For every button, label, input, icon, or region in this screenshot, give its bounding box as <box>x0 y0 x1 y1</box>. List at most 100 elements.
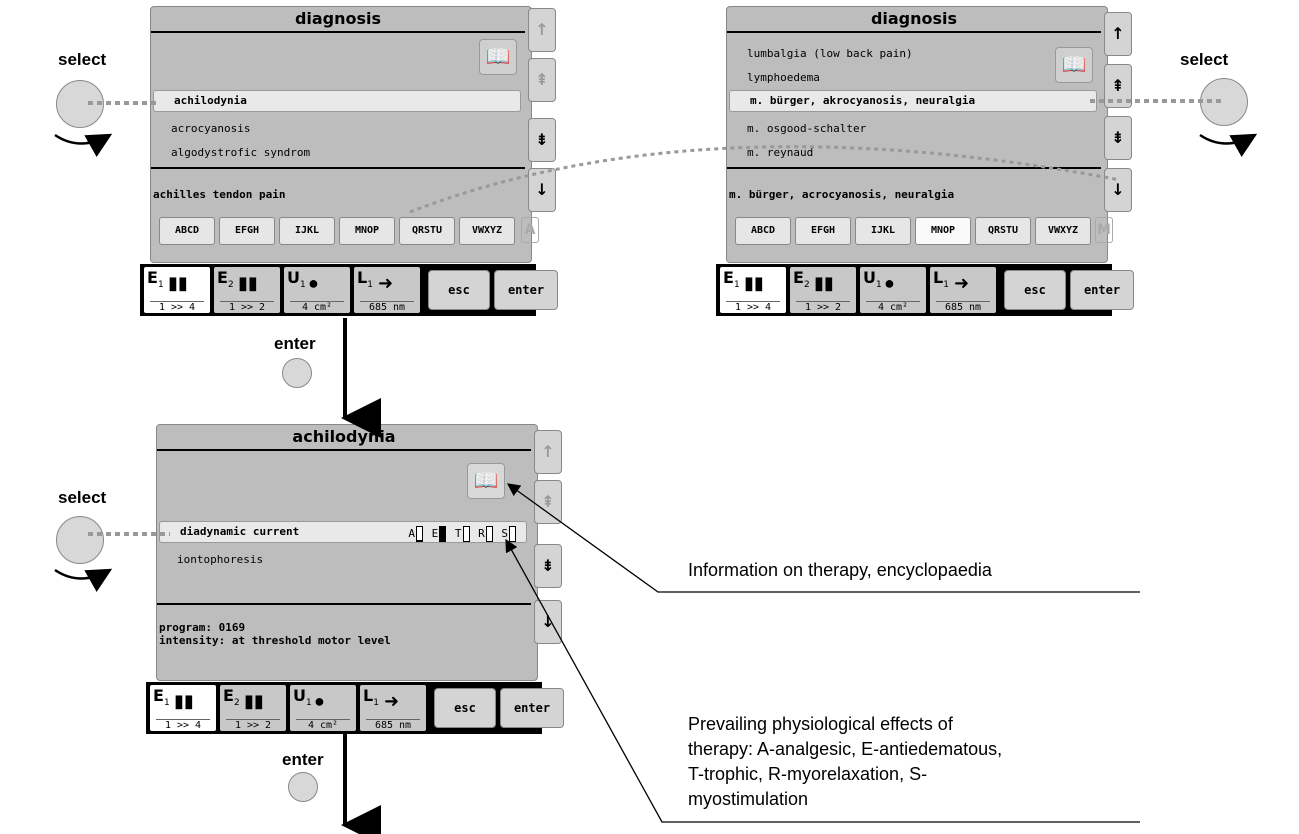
screen-title: achilodynia <box>292 427 396 446</box>
key-abcd[interactable]: ABCD <box>159 217 215 245</box>
diagnosis-description: achilles tendon pain <box>153 188 286 201</box>
scroll-down-button[interactable]: ↓ <box>1104 168 1132 212</box>
tile-e1[interactable]: E1 ▮▮ 1 >> 4 <box>150 685 216 731</box>
esc-button[interactable]: esc <box>428 270 490 310</box>
tile-value: 4 cm² <box>290 301 344 313</box>
list-item[interactable]: acrocyanosis <box>171 122 251 135</box>
page-up-button[interactable]: ⇞ <box>1104 64 1132 108</box>
enter-button[interactable]: enter <box>1070 270 1134 310</box>
page-up-button[interactable]: ⇞ <box>528 58 556 102</box>
note-effects-line: Prevailing physiological effects of <box>688 714 953 734</box>
tile-value: 1 >> 2 <box>220 301 274 313</box>
encyclopaedia-book-icon[interactable]: 📖 <box>467 463 505 499</box>
page-down-button[interactable]: ⇟ <box>1104 116 1132 160</box>
esc-button[interactable]: esc <box>1004 270 1066 310</box>
rotary-knob-icon[interactable] <box>56 516 104 564</box>
key-vwxyz[interactable]: VWXYZ <box>459 217 515 245</box>
effect-r: R <box>478 526 493 542</box>
key-efgh[interactable]: EFGH <box>795 217 851 245</box>
scroll-down-button[interactable]: ↓ <box>528 168 556 212</box>
laser-probe-icon: ➜ <box>384 691 400 711</box>
list-item[interactable]: lumbalgia (low back pain) <box>747 47 913 60</box>
screen-title: diagnosis <box>294 9 382 28</box>
tile-label: E2 <box>217 268 234 291</box>
selected-row[interactable]: m. bürger, akrocyanosis, neuralgia <box>729 90 1097 112</box>
note-encyclopaedia: Information on therapy, encyclopaedia <box>688 560 992 580</box>
intensity-text: intensity: at threshold motor level <box>159 634 391 647</box>
laser-probe-icon: ➜ <box>378 273 394 293</box>
tile-l1[interactable]: L1 ➜ 685 nm <box>360 685 426 731</box>
selected-row[interactable]: achilodynia <box>153 90 521 112</box>
tile-e2[interactable]: E2 ▮▮ 1 >> 2 <box>220 685 286 731</box>
key-vwxyz[interactable]: VWXYZ <box>1035 217 1091 245</box>
tile-value: 685 nm <box>936 301 990 313</box>
encyclopaedia-book-icon[interactable]: 📖 <box>1055 47 1093 83</box>
current-letter: A <box>521 217 539 243</box>
tile-u1[interactable]: U1 ● 4 cm² <box>860 267 926 313</box>
key-qrstu[interactable]: QRSTU <box>399 217 455 245</box>
enter-button[interactable]: enter <box>494 270 558 310</box>
enter-press-button-icon[interactable] <box>282 358 312 388</box>
list-item[interactable]: algodystrofic syndrom <box>171 146 311 159</box>
tile-label: L1 <box>363 686 379 709</box>
tile-label: E2 <box>793 268 810 291</box>
diagnosis-panel: diagnosis 📖 lumbalgia (low back pain) ly… <box>726 6 1113 263</box>
divider <box>727 167 1101 169</box>
tile-label: L1 <box>357 268 373 291</box>
esc-button[interactable]: esc <box>434 688 496 728</box>
tile-value: 685 nm <box>360 301 414 313</box>
ultrasound-head-icon: ● <box>884 273 895 293</box>
program-number: program: 0169 <box>159 621 246 634</box>
effect-gauge <box>439 526 447 542</box>
key-ijkl[interactable]: IJKL <box>855 217 911 245</box>
tile-l1[interactable]: L1 ➜ 685 nm <box>354 267 420 313</box>
list-item[interactable]: m. osgood-schalter <box>747 122 867 135</box>
rotate-arrow-icon <box>54 133 113 157</box>
key-efgh[interactable]: EFGH <box>219 217 275 245</box>
divider <box>151 167 525 169</box>
effect-gauge <box>485 526 493 542</box>
tile-u1[interactable]: U1 ● 4 cm² <box>290 685 356 731</box>
tile-e2[interactable]: E2 ▮▮ 1 >> 2 <box>214 267 280 313</box>
selected-row[interactable]: diadynamic current A E T R S <box>159 521 527 543</box>
scroll-up-button[interactable]: ↑ <box>528 8 556 52</box>
tile-label: U1 <box>293 686 312 709</box>
page-up-button[interactable]: ⇞ <box>534 480 562 524</box>
tile-e1[interactable]: E1 ▮▮ 1 >> 4 <box>720 267 786 313</box>
key-mnop[interactable]: MNOP <box>915 217 971 245</box>
tile-label: L1 <box>933 268 949 291</box>
rotary-knob-icon[interactable] <box>1200 78 1248 126</box>
list-item[interactable]: iontophoresis <box>177 553 264 566</box>
tile-value: 1 >> 2 <box>226 719 280 731</box>
scroll-up-button[interactable]: ↑ <box>1104 12 1132 56</box>
page-down-button[interactable]: ⇟ <box>534 544 562 588</box>
enter-label: enter <box>282 750 324 769</box>
enter-press-button-icon[interactable] <box>288 772 318 802</box>
key-mnop[interactable]: MNOP <box>339 217 395 245</box>
effect-e: E <box>432 526 447 542</box>
enter-button[interactable]: enter <box>500 688 564 728</box>
scroll-down-button[interactable]: ↓ <box>534 600 562 644</box>
electrodes-icon: ▮▮ <box>814 273 834 293</box>
diagnosis-description: m. bürger, acrocyanosis, neuralgia <box>729 188 955 201</box>
tile-e1[interactable]: E1 ▮▮ 1 >> 4 <box>144 267 210 313</box>
ultrasound-head-icon: ● <box>314 691 325 711</box>
selected-row-label: achilodynia <box>174 94 247 107</box>
screen-title: diagnosis <box>870 9 958 28</box>
key-qrstu[interactable]: QRSTU <box>975 217 1031 245</box>
page-down-button[interactable]: ⇟ <box>528 118 556 162</box>
list-item[interactable]: m. reynaud <box>747 146 814 159</box>
note-effects-line: T-trophic, R-myorelaxation, S- <box>688 764 928 784</box>
encyclopaedia-book-icon[interactable]: 📖 <box>479 39 517 75</box>
tile-value: 1 >> 2 <box>796 301 850 313</box>
tile-l1[interactable]: L1 ➜ 685 nm <box>930 267 996 313</box>
tile-u1[interactable]: U1 ● 4 cm² <box>284 267 350 313</box>
divider <box>151 31 525 33</box>
tile-value: 4 cm² <box>296 719 350 731</box>
rotary-knob-icon[interactable] <box>56 80 104 128</box>
scroll-up-button[interactable]: ↑ <box>534 430 562 474</box>
list-item[interactable]: lymphoedema <box>747 71 820 84</box>
key-ijkl[interactable]: IJKL <box>279 217 335 245</box>
key-abcd[interactable]: ABCD <box>735 217 791 245</box>
tile-e2[interactable]: E2 ▮▮ 1 >> 2 <box>790 267 856 313</box>
